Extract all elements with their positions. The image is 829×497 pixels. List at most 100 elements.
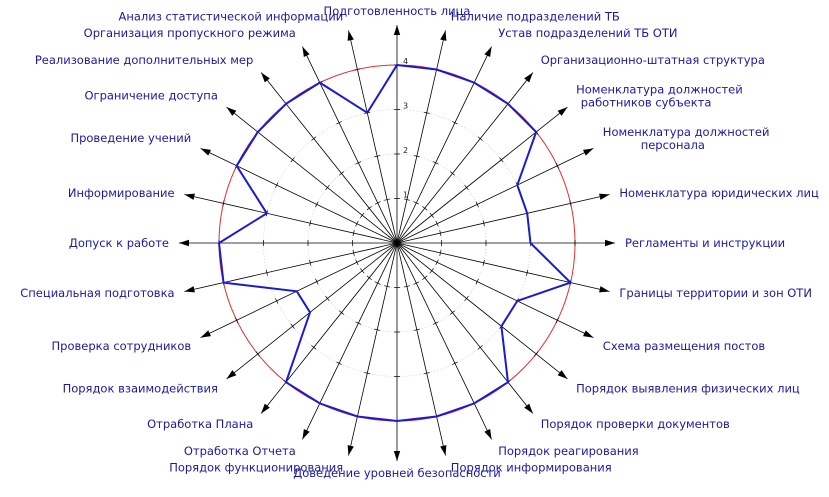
axis-tick bbox=[374, 328, 381, 331]
axis-label-4: Организационно-штатная структура bbox=[541, 53, 765, 67]
axis-arrow bbox=[599, 193, 610, 200]
axis-tick bbox=[374, 201, 381, 205]
axis-tick bbox=[449, 310, 456, 315]
axis-line bbox=[184, 242, 398, 292]
axis-tick bbox=[452, 121, 458, 125]
axis-label-22: Допуск к работе bbox=[69, 236, 169, 250]
axis-label-23: Информирование bbox=[68, 186, 175, 200]
axis-line bbox=[200, 242, 398, 338]
axis-18 bbox=[260, 242, 398, 414]
axis-22 bbox=[179, 239, 397, 247]
axis-line bbox=[396, 30, 446, 244]
axis-tick bbox=[534, 351, 539, 357]
axis-tick bbox=[439, 230, 442, 237]
axis-tick bbox=[435, 220, 439, 227]
axis-tick bbox=[413, 328, 420, 331]
axes-layer bbox=[179, 25, 615, 461]
axis-line bbox=[396, 46, 492, 244]
axis-3 bbox=[396, 46, 492, 244]
axis-tick bbox=[413, 201, 420, 205]
axis-tick bbox=[439, 249, 442, 256]
axis-label-16: Порядок функционирования bbox=[169, 460, 343, 474]
axis-tick bbox=[374, 281, 381, 285]
axis-tick bbox=[360, 268, 365, 274]
axis-label-21: Специальная подготовка bbox=[20, 286, 174, 300]
axis-tick bbox=[315, 278, 319, 285]
axis-arrow bbox=[261, 72, 270, 83]
axis-tick bbox=[403, 198, 410, 201]
axis-tick bbox=[255, 351, 260, 357]
axis-tick bbox=[290, 323, 295, 329]
axis-label-25: Ограничение доступа bbox=[84, 88, 217, 102]
axis-tick bbox=[355, 161, 362, 165]
axis-tick bbox=[452, 361, 458, 365]
axis-tick bbox=[275, 182, 279, 188]
axis-arrow bbox=[226, 107, 237, 116]
axis-tick bbox=[364, 372, 371, 375]
axis-6 bbox=[396, 148, 594, 244]
axis-line bbox=[348, 30, 398, 244]
axis-line bbox=[396, 242, 594, 338]
axis-tick bbox=[374, 155, 381, 158]
axis-tick bbox=[309, 259, 312, 266]
axis-line bbox=[184, 194, 398, 244]
axis-tick bbox=[422, 206, 428, 211]
axis-tick bbox=[275, 298, 279, 304]
axis-label-10: Схема размещения постов bbox=[603, 339, 766, 353]
axis-tick bbox=[432, 321, 439, 325]
axis-tick bbox=[429, 212, 434, 218]
axis-tick bbox=[315, 201, 319, 208]
axis-label-18: Отработка Плана bbox=[147, 417, 253, 431]
axis-arrow bbox=[599, 286, 610, 293]
axis-tick bbox=[403, 285, 410, 288]
axis-line bbox=[396, 242, 492, 440]
axis-tick bbox=[354, 68, 361, 71]
axis-arrow bbox=[184, 286, 195, 293]
axis-16 bbox=[347, 242, 398, 456]
tick-label-2: 2 bbox=[403, 146, 408, 155]
axis-tick bbox=[423, 372, 430, 375]
axis-label-15: Доведение уровней безопасности bbox=[293, 466, 501, 480]
axis-label-19: Порядок взаимодействия bbox=[63, 382, 218, 396]
axis-arrow bbox=[226, 370, 237, 379]
axis-tick bbox=[475, 201, 479, 208]
axis-line bbox=[348, 242, 398, 456]
axis-tick bbox=[464, 295, 469, 302]
axis-tick bbox=[338, 310, 345, 315]
axis-arrow bbox=[184, 193, 195, 200]
axis-arrow bbox=[440, 30, 447, 41]
axis-label-14: Порядок информирования bbox=[451, 460, 612, 474]
axis-tick bbox=[464, 184, 469, 191]
axis-tick bbox=[325, 184, 330, 191]
axis-arrow bbox=[200, 148, 211, 156]
axis-arrow bbox=[557, 107, 568, 116]
axis-8 bbox=[397, 239, 615, 247]
axis-tick bbox=[366, 275, 372, 280]
axis-tick bbox=[355, 321, 362, 325]
axis-line bbox=[260, 242, 398, 414]
axis-tick bbox=[338, 171, 345, 176]
axis-label-26: Реализование дополнительных мер bbox=[35, 53, 253, 67]
axis-line bbox=[226, 106, 398, 244]
axis-label-17: Отработка Отчета bbox=[184, 444, 296, 458]
axis-line bbox=[396, 72, 534, 244]
axis-arrow bbox=[605, 239, 615, 247]
axis-line bbox=[396, 106, 568, 244]
axis-13 bbox=[396, 242, 492, 440]
axis-arrow bbox=[347, 445, 354, 456]
axis-line bbox=[396, 242, 610, 292]
axis-arrow bbox=[524, 403, 533, 414]
axis-label-11: Порядок выявления физических лиц bbox=[576, 382, 800, 396]
axis-9 bbox=[396, 242, 610, 293]
axis-tick bbox=[477, 345, 483, 350]
axis-arrow bbox=[440, 445, 447, 456]
axis-4 bbox=[396, 72, 534, 244]
axis-tick bbox=[482, 259, 485, 266]
axis-arrow bbox=[179, 239, 189, 247]
axis-arrow bbox=[583, 148, 594, 156]
axis-arrow bbox=[484, 46, 492, 57]
axis-tick bbox=[384, 285, 391, 288]
